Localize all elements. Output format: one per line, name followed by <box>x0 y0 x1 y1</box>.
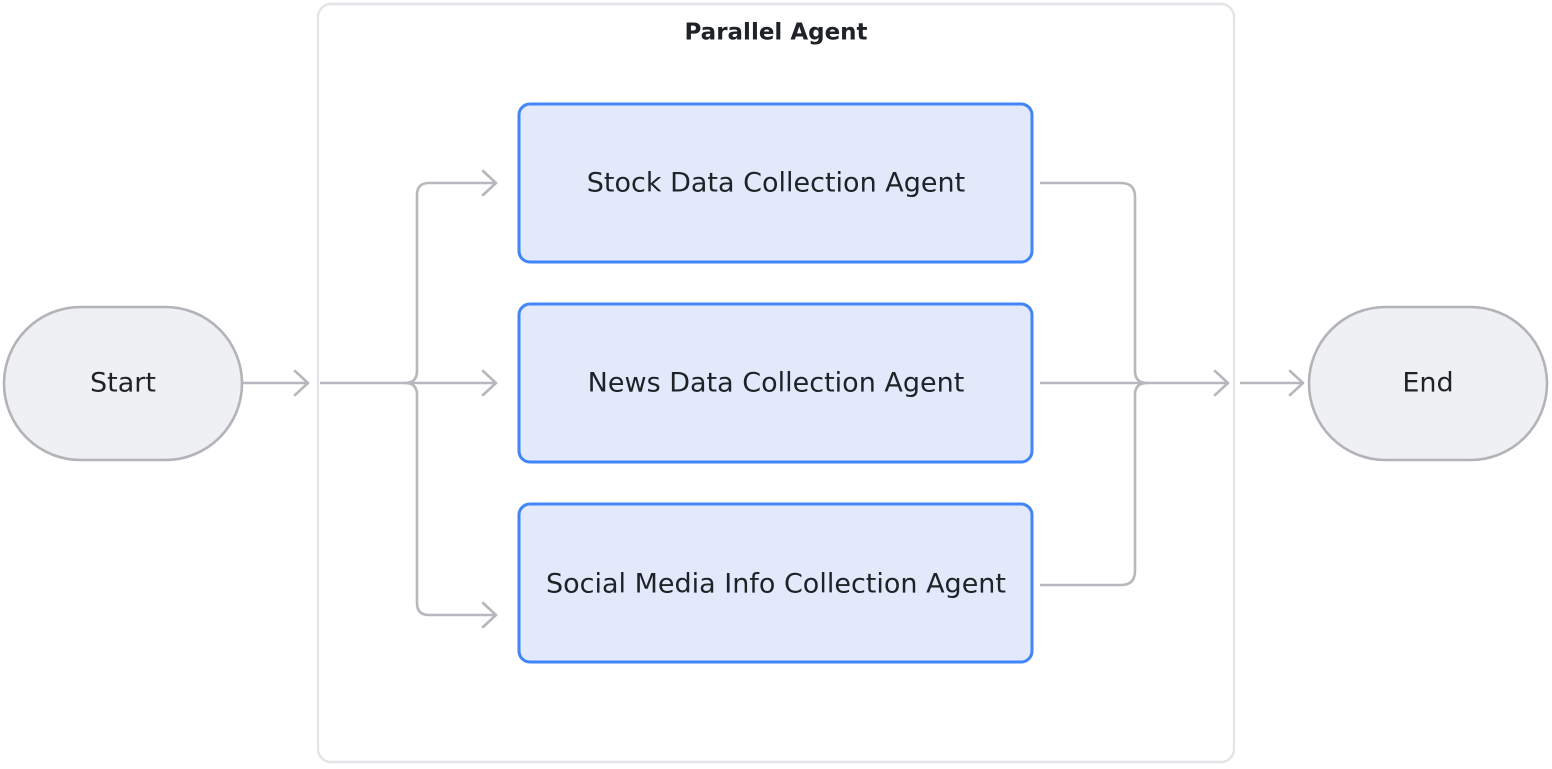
agent-node-news-label: News Data Collection Agent <box>588 368 965 399</box>
edge-fanin <box>1040 181 1230 587</box>
terminal-node-start-label: Start <box>90 368 156 399</box>
agent-node-news-shape <box>517 302 1034 464</box>
edge-start-to-group <box>243 369 310 397</box>
agent-node-news[interactable]: News Data Collection Agent <box>517 302 1034 464</box>
terminal-node-end-shape <box>1307 305 1549 462</box>
terminal-node-end[interactable]: End <box>1307 305 1549 462</box>
agent-node-social[interactable]: Social Media Info Collection Agent <box>517 502 1034 664</box>
terminal-node-start[interactable]: Start <box>2 305 244 462</box>
terminal-node-end-label: End <box>1402 368 1453 399</box>
terminal-node-start-shape <box>2 305 244 462</box>
edge-fanout <box>320 169 498 629</box>
agent-node-stock-shape <box>517 102 1034 264</box>
edge-group-to-end <box>1240 369 1305 397</box>
agent-node-social-label: Social Media Info Collection Agent <box>546 569 1006 600</box>
agent-node-stock-label: Stock Data Collection Agent <box>587 168 965 199</box>
parallel-agent-group-title: Parallel Agent <box>684 20 867 46</box>
agent-node-stock[interactable]: Stock Data Collection Agent <box>517 102 1034 264</box>
agent-node-social-shape <box>517 502 1034 664</box>
